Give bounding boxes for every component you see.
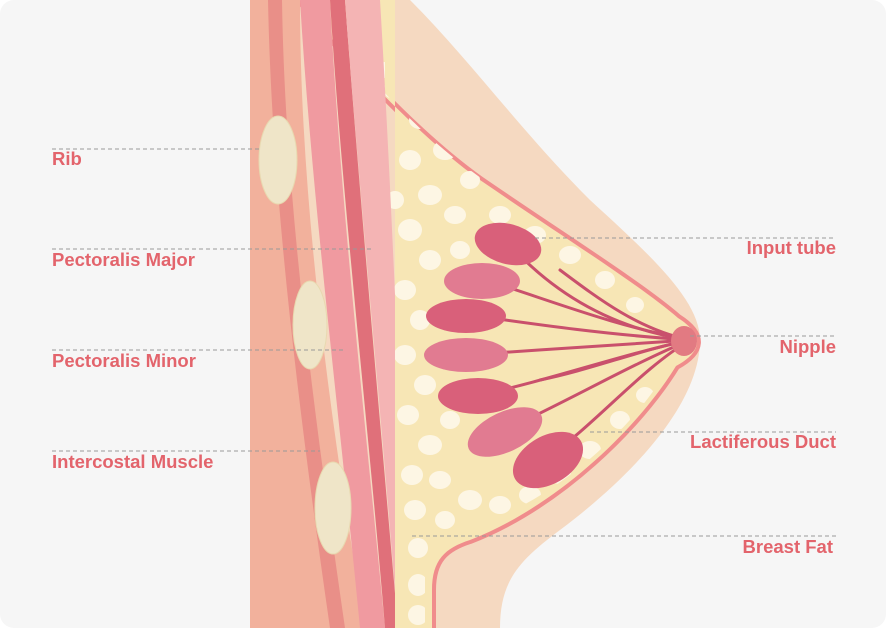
label-input-tube: Input tube <box>747 237 836 259</box>
label-lactiferous-duct: Lactiferous Duct <box>690 431 836 453</box>
label-breast-fat: Breast Fat <box>743 536 833 558</box>
label-intercostal-muscle: Intercostal Muscle <box>52 451 213 473</box>
label-pectoralis-major: Pectoralis Major <box>52 249 195 271</box>
label-rib: Rib <box>52 148 82 170</box>
label-pectoralis-minor: Pectoralis Minor <box>52 350 196 372</box>
label-nipple: Nipple <box>779 336 836 358</box>
nipple-shape <box>671 326 697 356</box>
